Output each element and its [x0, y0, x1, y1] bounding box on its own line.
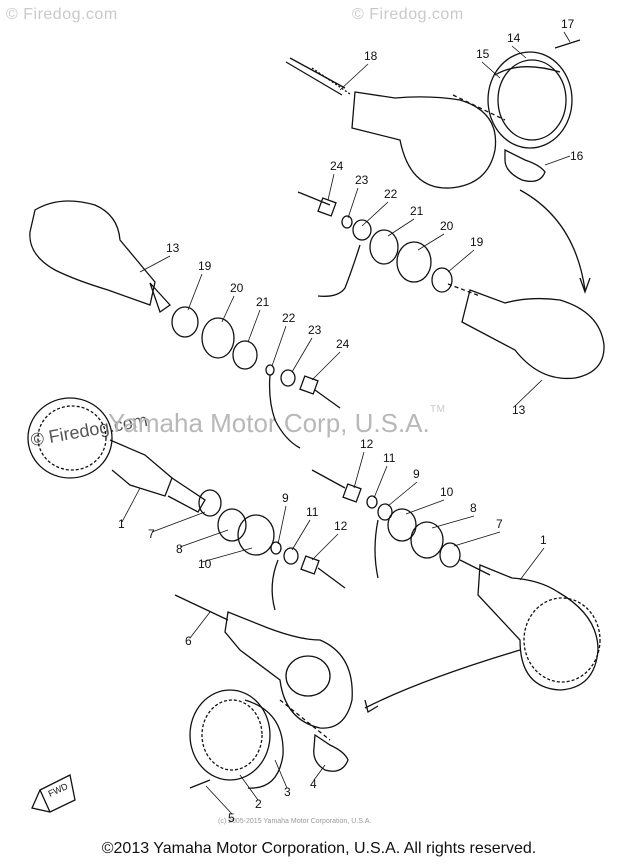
- callout-12-right: 12: [360, 437, 374, 451]
- callout-23-left: 23: [308, 323, 322, 337]
- callout-24-left: 24: [336, 337, 350, 351]
- callout-1-left: 1: [118, 517, 125, 531]
- watermark-tm: TM: [430, 404, 446, 415]
- callout-9-left: 9: [282, 491, 289, 505]
- lower-right-front-lamp: [477, 564, 601, 691]
- callout-10-left: 10: [198, 557, 212, 571]
- callout-17: 17: [561, 17, 575, 31]
- callout-22-upper: 22: [384, 187, 398, 201]
- watermark-center: Yamaha Motor Corp, U.S.A.: [108, 408, 430, 438]
- callout-24-upper: 24: [330, 159, 344, 173]
- upper-center-parts: [297, 191, 481, 297]
- exploded-drawing: FWD 18 15 14 17 16 24 23 22 21 20 19 13 …: [27, 17, 605, 825]
- callout-19-upper: 19: [470, 235, 484, 249]
- small-copyright: (c) 2005-2015 Yamaha Motor Corporation, …: [218, 818, 372, 825]
- upper-right-rear-signal: [285, 39, 581, 189]
- callout-7-left: 7: [148, 527, 155, 541]
- upper-left-lamp: [29, 200, 341, 449]
- callout-14: 14: [507, 31, 521, 45]
- copyright-footer: ©2013 Yamaha Motor Corporation, U.S.A. A…: [101, 840, 537, 857]
- callout-8-left: 8: [176, 542, 183, 556]
- fwd-label: FWD: [47, 781, 70, 799]
- callout-3: 3: [284, 785, 291, 799]
- watermark-top-left: © Firedog.com: [6, 6, 118, 23]
- callout-9-right: 9: [413, 467, 420, 481]
- upper-right-lamp: [461, 189, 605, 380]
- callout-23-upper: 23: [355, 173, 369, 187]
- center-right-parts: [311, 469, 491, 579]
- callout-10-right: 10: [440, 485, 454, 499]
- callout-2: 2: [255, 797, 262, 811]
- fwd-arrow-icon: [31, 774, 76, 813]
- callout-11-left: 11: [306, 505, 319, 519]
- callout-20-left: 20: [230, 281, 244, 295]
- callout-16: 16: [570, 149, 584, 163]
- callout-7-right: 7: [496, 517, 503, 531]
- callout-6: 6: [185, 634, 192, 648]
- watermark-top-right: © Firedog.com: [352, 6, 464, 23]
- callout-18: 18: [364, 49, 378, 63]
- callout-21-upper: 21: [410, 204, 424, 218]
- callout-20-upper: 20: [440, 219, 454, 233]
- callout-13-left: 13: [166, 241, 180, 255]
- callout-19-left: 19: [198, 259, 212, 273]
- callout-13-right: 13: [512, 403, 526, 417]
- callout-11-right: 11: [383, 451, 396, 465]
- callout-12-left: 12: [334, 519, 348, 533]
- callout-8-right: 8: [470, 501, 477, 515]
- callout-4: 4: [310, 777, 317, 791]
- bottom-front-assembly: [174, 594, 521, 789]
- lower-left-front-lamp: [27, 397, 346, 611]
- callout-5: 5: [228, 811, 235, 825]
- callout-15: 15: [476, 47, 490, 61]
- callout-22-left: 22: [282, 311, 296, 325]
- leader-lines: [121, 31, 571, 815]
- callout-1-right: 1: [540, 533, 547, 547]
- callout-21-left: 21: [256, 295, 270, 309]
